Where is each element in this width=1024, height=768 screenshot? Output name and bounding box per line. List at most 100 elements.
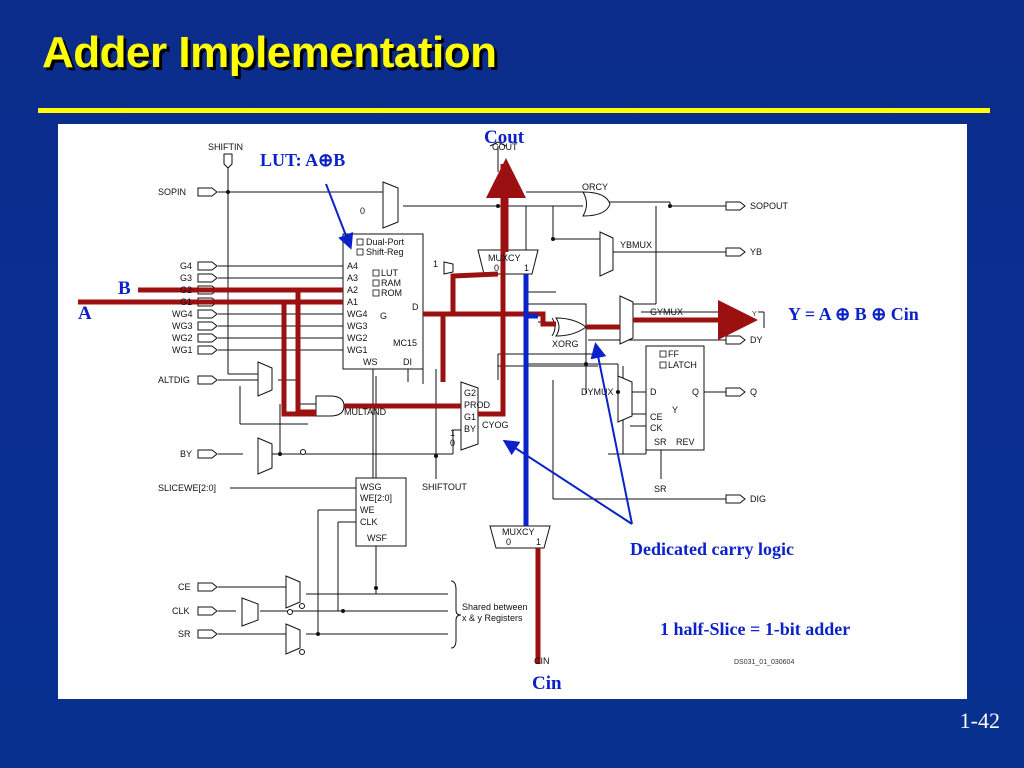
label-sr-out: SR	[654, 484, 667, 494]
label-orcy: ORCY	[582, 182, 608, 192]
annotation-a: A	[78, 303, 92, 324]
label-dymux: DYMUX	[581, 387, 614, 397]
ff-ck: CK	[650, 423, 663, 433]
label-dy: DY	[750, 335, 763, 345]
muxcy-bottom-in0: 0	[506, 537, 511, 547]
label-zero-sopin: 0	[360, 206, 365, 216]
label-wg4: WG4	[172, 309, 193, 319]
lut-rom: ROM	[381, 288, 402, 298]
ff-rev: REV	[676, 437, 695, 447]
ff-latch: LATCH	[668, 360, 697, 370]
cyog-label: CYOG	[482, 420, 509, 430]
muxcy-bottom	[489, 525, 551, 549]
lut-shift-reg: Shift-Reg	[366, 247, 404, 257]
cyog-zero: 0	[450, 438, 455, 448]
wsg-we: WE	[360, 505, 375, 515]
muxcy-top-in1: 1	[524, 263, 529, 273]
wsg-block	[355, 477, 407, 547]
label-wg1: WG1	[172, 345, 193, 355]
label-shared-2: x & y Registers	[462, 613, 523, 623]
wsg-clk: CLK	[360, 517, 378, 527]
ff-ff: FF	[668, 349, 679, 359]
page-number: 1-42	[959, 708, 1000, 733]
lut-a1: A1	[347, 297, 358, 307]
label-by: BY	[180, 449, 192, 459]
slice-schematic: SHIFTIN SOPIN G4 G3 G2 G1 WG4 WG3 WG2 WG…	[78, 127, 919, 694]
slide-title: Adder Implementation	[42, 28, 497, 77]
label-g4: G4	[180, 261, 192, 271]
wsg-wsg: WSG	[360, 482, 382, 492]
label-shared-1: Shared between	[462, 602, 528, 612]
label-slicewe: SLICEWE[2:0]	[158, 483, 216, 493]
cyog-by: BY	[464, 424, 476, 434]
lut-lut: LUT	[381, 268, 399, 278]
label-wg3: WG3	[172, 321, 193, 331]
label-shiftin: SHIFTIN	[208, 142, 243, 152]
cyog-g2: G2	[464, 388, 476, 398]
cyog-g1: G1	[464, 412, 476, 422]
lut-a2: A2	[347, 285, 358, 295]
label-gymux: GYMUX	[650, 307, 683, 317]
cyog-mux	[460, 381, 479, 451]
lut-a4: A4	[347, 261, 358, 271]
lut-block	[342, 233, 424, 370]
label-cout-pin: COUT	[492, 142, 518, 152]
label-clk: CLK	[172, 606, 190, 616]
lut-mc15: MC15	[393, 338, 417, 348]
cyog-one: 1	[450, 428, 455, 438]
lut-dual-port: Dual-Port	[366, 237, 405, 247]
annotation-y: Y = A ⊕ B ⊕ Cin	[788, 304, 919, 324]
lut-wg2: WG2	[347, 333, 368, 343]
muxcy-top	[477, 249, 539, 275]
annotation-carry: Dedicated carry logic	[630, 539, 794, 559]
lut-ws: WS	[363, 357, 378, 367]
lut-d: D	[412, 302, 419, 312]
label-doc-id: DS031_01_030604	[734, 659, 794, 666]
diagram-panel: SHIFTIN SOPIN G4 G3 G2 G1 WG4 WG3 WG2 WG…	[58, 124, 967, 699]
multand-gate	[315, 395, 345, 417]
lut-ram: RAM	[381, 278, 401, 288]
muxcy-bottom-label: MUXCY	[502, 527, 535, 537]
label-sr: SR	[178, 629, 191, 639]
label-xorg: XORG	[552, 339, 579, 349]
lut-wg1: WG1	[347, 345, 368, 355]
annotation-b: B	[118, 278, 131, 299]
wsg-wsf: WSF	[367, 533, 387, 543]
label-g2: G2	[180, 285, 192, 295]
label-one-muxcy: 1	[433, 259, 438, 269]
title-underline	[38, 108, 990, 113]
label-multand: MULTAND	[344, 407, 387, 417]
muxcy-top-label: MUXCY	[488, 253, 521, 263]
muxcy-bottom-in1: 1	[536, 537, 541, 547]
label-q-out: Q	[750, 387, 757, 397]
label-sopout: SOPOUT	[750, 201, 789, 211]
lut-g: G	[380, 311, 387, 321]
label-g3: G3	[180, 273, 192, 283]
label-shiftout: SHIFTOUT	[422, 482, 467, 492]
ff-sr: SR	[654, 437, 667, 447]
muxcy-top-in0: 0	[494, 263, 499, 273]
lut-di: DI	[403, 357, 412, 367]
label-wg2: WG2	[172, 333, 193, 343]
xorg-gate	[555, 317, 587, 337]
cyog-prod: PROD	[464, 400, 491, 410]
annotation-lut: LUT: A⊕B	[260, 150, 345, 170]
lut-wg4: WG4	[347, 309, 368, 319]
label-y-out: Y	[752, 311, 757, 318]
annotation-cin: Cin	[532, 673, 562, 694]
label-cin-pin: CIN	[534, 656, 550, 666]
ff-q: Q	[692, 387, 699, 397]
label-yb: YB	[750, 247, 762, 257]
ff-ce: CE	[650, 412, 663, 422]
annotation-half-slice: 1 half-Slice = 1-bit adder	[660, 619, 850, 639]
label-altdig: ALTDIG	[158, 375, 190, 385]
ff-d: D	[650, 387, 657, 397]
label-ce: CE	[178, 582, 191, 592]
annotation-cout: Cout	[484, 127, 525, 148]
lut-wg3: WG3	[347, 321, 368, 331]
ff-y: Y	[672, 405, 678, 415]
label-dig: DIG	[750, 494, 766, 504]
label-ybmux: YBMUX	[620, 240, 652, 250]
wsg-we20: WE[2:0]	[360, 493, 392, 503]
lut-a3: A3	[347, 273, 358, 283]
